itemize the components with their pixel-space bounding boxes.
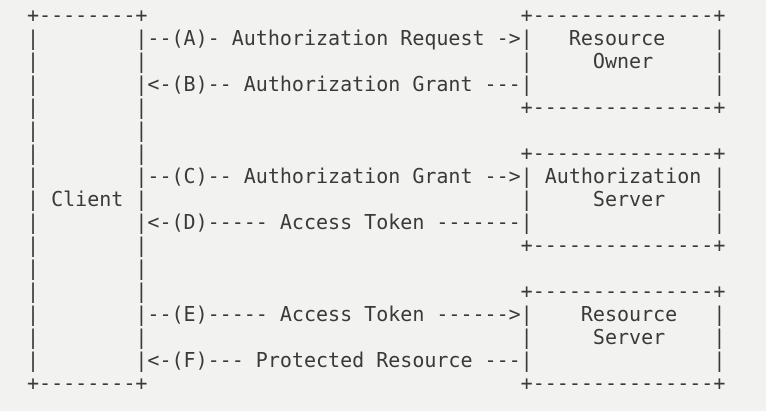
ascii-row-box-tops: +--------+ +---------------+ <box>27 3 726 27</box>
ascii-row-step-a-authorization-request: | |--(A)- Authorization Request ->| Reso… <box>27 26 726 50</box>
ascii-row-resource-server-box-top: | | +---------------+ <box>27 279 726 303</box>
ascii-row-step-c-authorization-grant: | |--(C)-- Authorization Grant -->| Auth… <box>27 164 726 188</box>
ascii-row-box-bottoms: +--------+ +---------------+ <box>27 371 726 395</box>
ascii-row-step-d-access-token: | |<-(D)----- Access Token -------| | <box>27 210 726 234</box>
ascii-row-resource-owner-box-bottom: | | +---------------+ <box>27 95 726 119</box>
ascii-row-client-and-server-labels: | Client | | Server | <box>27 187 726 211</box>
ascii-row-authorization-server-box-bottom: | | +---------------+ <box>27 233 726 257</box>
oauth-abstract-flow-diagram: +--------+ +---------------+ | |--(A)- A… <box>27 3 726 395</box>
ascii-row-resource-server-label: | | | Server | <box>27 325 726 349</box>
ascii-row-client-box-side-1: | | <box>27 118 148 142</box>
ascii-row-authorization-server-box-top: | | +---------------+ <box>27 141 726 165</box>
ascii-row-resource-owner-label: | | | Owner | <box>27 49 726 73</box>
ascii-row-step-e-access-token: | |--(E)----- Access Token ------>| Reso… <box>27 302 726 326</box>
ascii-row-step-f-protected-resource: | |<-(F)--- Protected Resource ---| | <box>27 348 726 372</box>
ascii-row-step-b-authorization-grant: | |<-(B)-- Authorization Grant ---| | <box>27 72 726 96</box>
ascii-row-client-box-side-2: | | <box>27 256 148 280</box>
